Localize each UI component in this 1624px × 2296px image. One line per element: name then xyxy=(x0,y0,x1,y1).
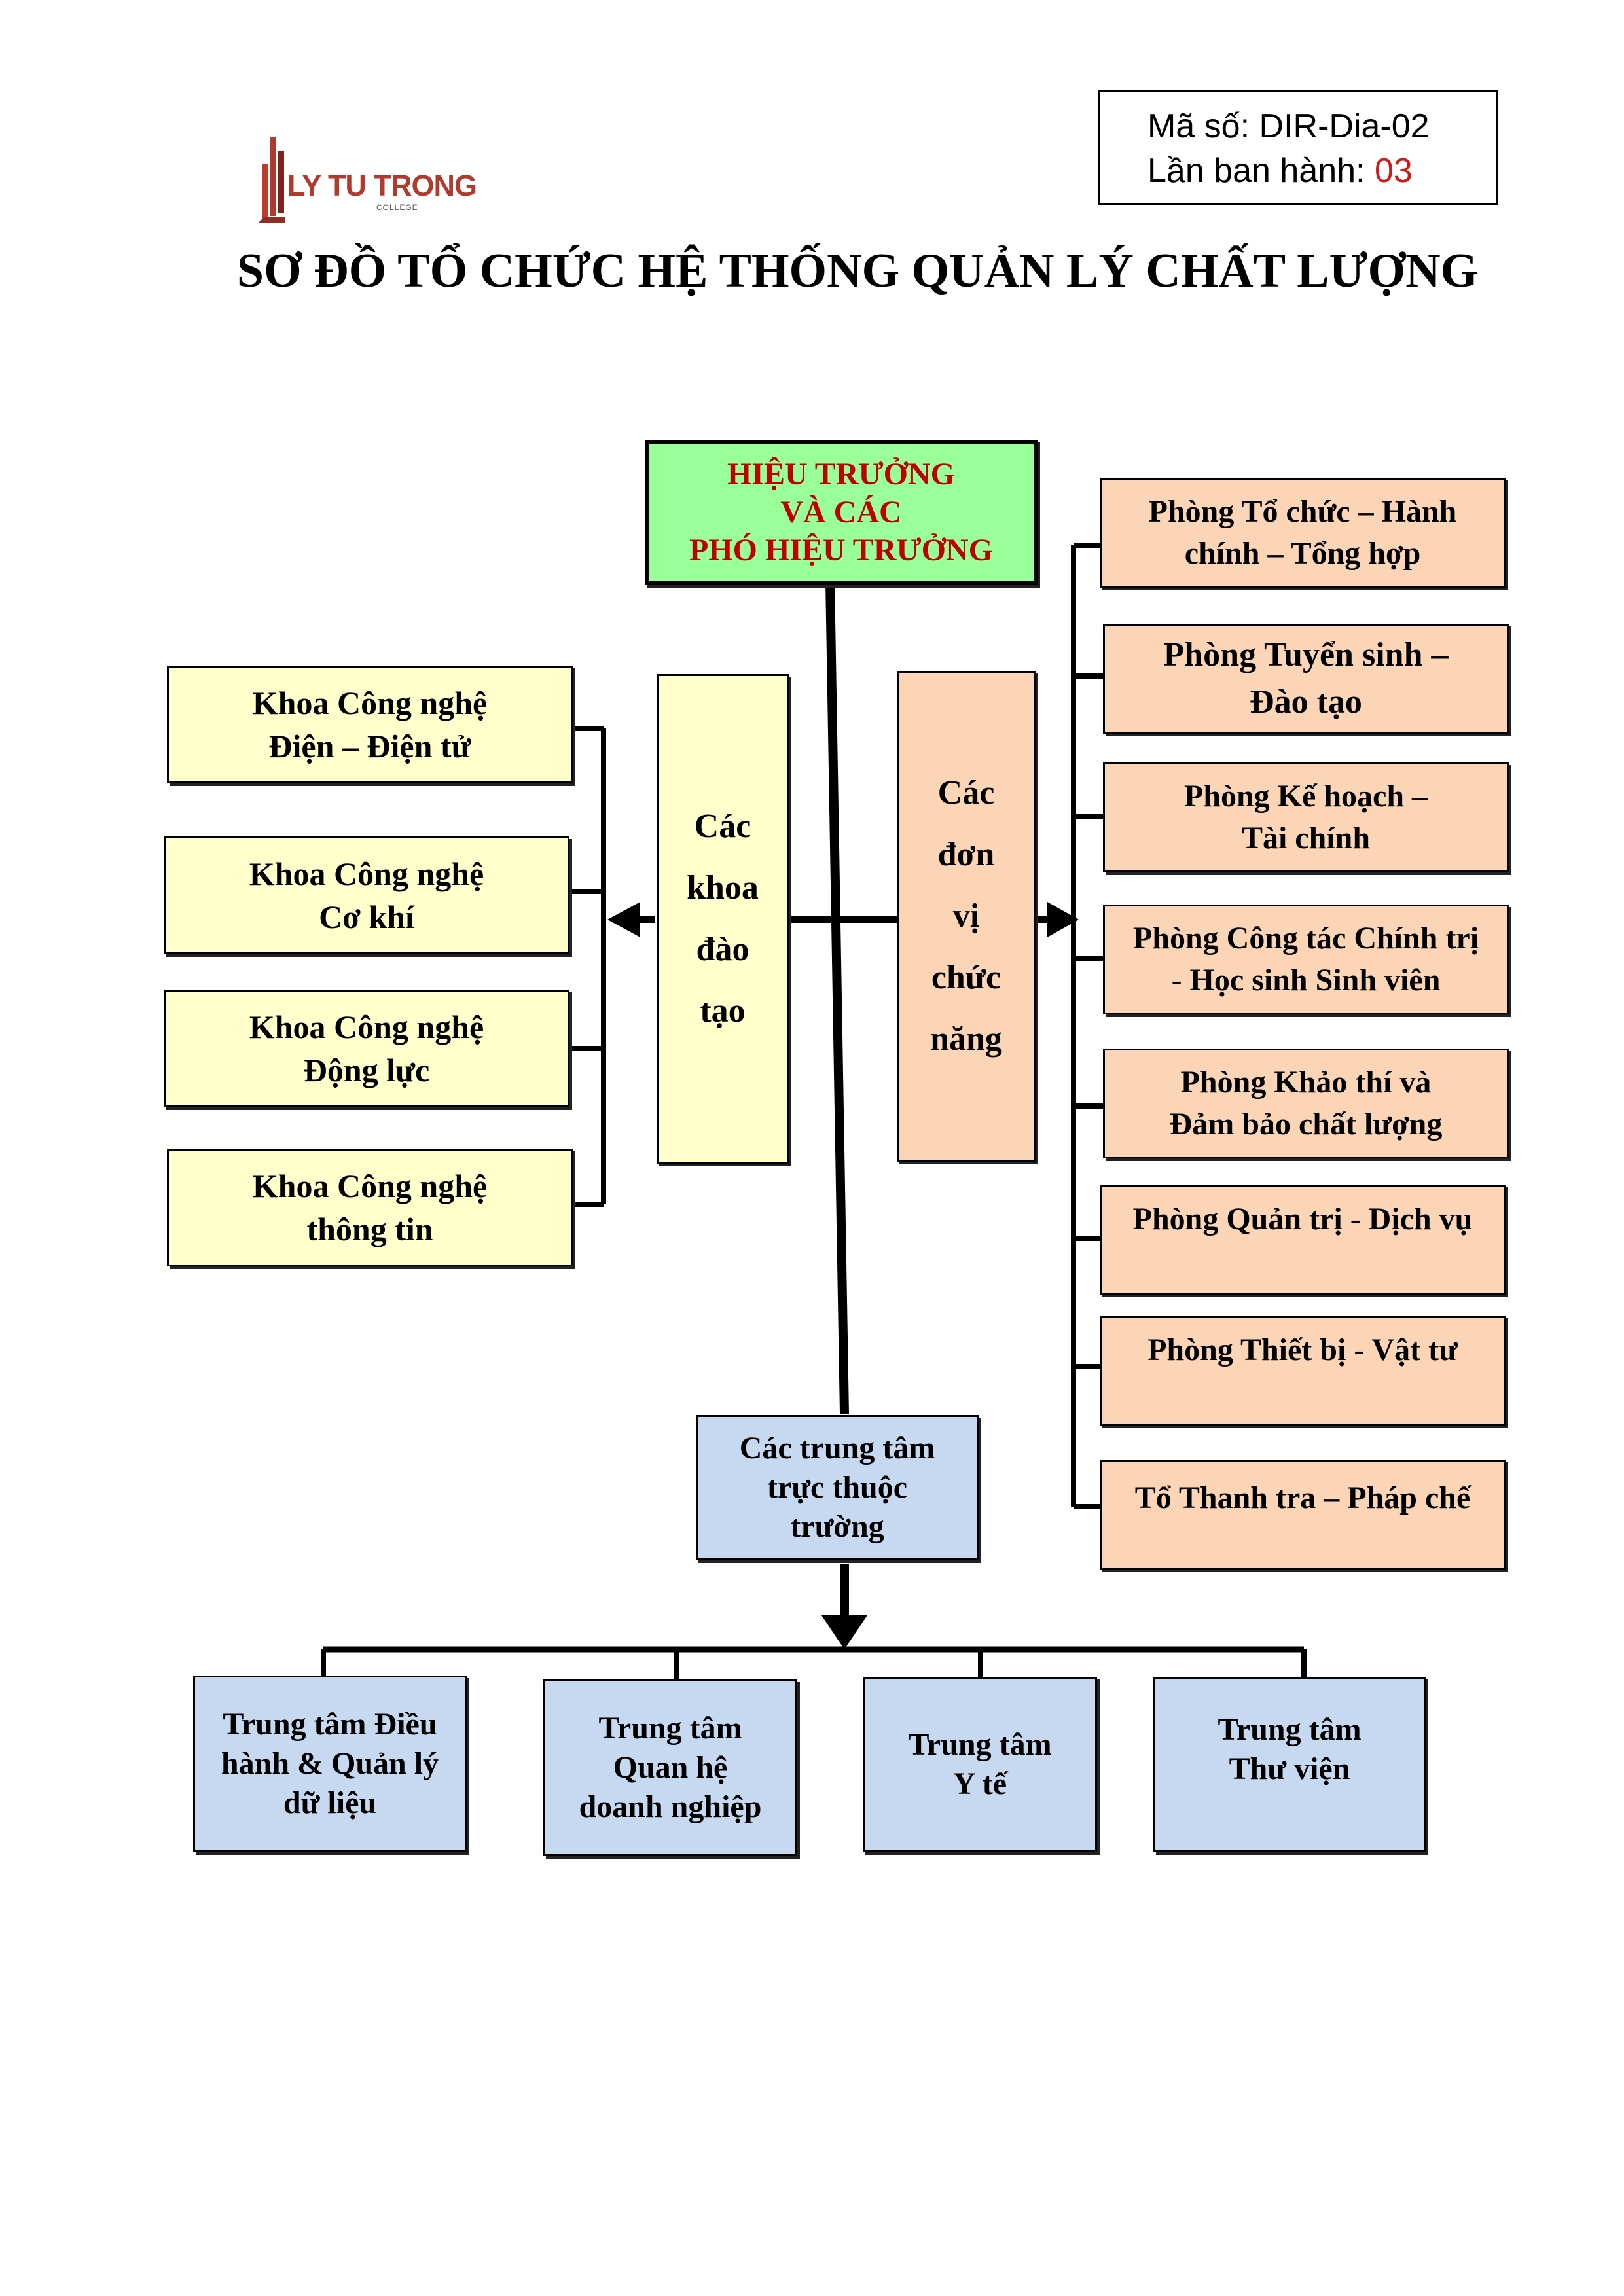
centers-group-line: trường xyxy=(790,1509,884,1544)
office-line: Tài chính xyxy=(1241,821,1371,855)
doc-code-value: DIR-Dia-02 xyxy=(1259,107,1430,145)
rector-line: VÀ CÁC xyxy=(780,495,902,529)
office-box-1: Phòng Tổ chức – Hành chính – Tổng hợp xyxy=(1100,478,1506,588)
centers-group-line: Các trung tâm xyxy=(739,1431,935,1465)
rector-line: PHÓ HIỆU TRƯỞNG xyxy=(689,533,994,567)
functional-group-line: vị xyxy=(952,897,980,935)
center-line: Quan hệ xyxy=(613,1750,728,1785)
office-box-8: Tổ Thanh tra – Pháp chế xyxy=(1100,1460,1506,1570)
center-line: Trung tâm xyxy=(908,1727,1052,1762)
faculties-group-line: đào xyxy=(696,931,749,968)
faculty-line: Khoa Công nghệ xyxy=(252,1168,488,1204)
faculties-group-line: Các xyxy=(694,808,751,845)
office-line: Phòng Tổ chức – Hành xyxy=(1148,494,1457,529)
document-info-box: Mã số: DIR-Dia-02 Lần ban hành: 03 xyxy=(1098,90,1498,205)
center-line: Trung tâm xyxy=(1218,1712,1362,1747)
edition-value: 03 xyxy=(1375,152,1413,190)
faculty-line: thông tin xyxy=(306,1211,433,1247)
center-line: Y tế xyxy=(952,1767,1007,1801)
center-line: Trung tâm Điều xyxy=(223,1707,437,1742)
faculties-group-line: khoa xyxy=(687,869,759,906)
college-logo: LY TU TRONG COLLEGE xyxy=(259,137,477,223)
office-line: Phòng Khảo thí và xyxy=(1180,1065,1432,1100)
office-box-4: Phòng Công tác Chính trị - Học sinh Sinh… xyxy=(1103,905,1509,1014)
office-box-3: Phòng Kế hoạch – Tài chính xyxy=(1103,762,1509,872)
office-line: Tổ Thanh tra – Pháp chế xyxy=(1134,1480,1471,1515)
faculty-line: Khoa Công nghệ xyxy=(252,685,488,721)
office-line: Phòng Tuyển sinh – xyxy=(1163,636,1449,673)
faculty-box-mechanical: Khoa Công nghệ Cơ khí xyxy=(164,836,569,954)
center-box-data-management: Trung tâm Điều hành & Quản lý dữ liệu xyxy=(193,1676,467,1852)
edition-row: Lần ban hành: 03 xyxy=(1147,149,1496,193)
edition-label: Lần ban hành: xyxy=(1147,152,1365,190)
center-line: Trung tâm xyxy=(598,1711,742,1746)
center-line: dữ liệu xyxy=(283,1785,377,1820)
office-box-6: Phòng Quản trị - Dịch vụ xyxy=(1100,1185,1506,1295)
office-box-2: Phòng Tuyển sinh – Đào tạo xyxy=(1103,624,1509,734)
office-line: Phòng Kế hoạch – xyxy=(1183,779,1428,814)
faculties-group-box: Các khoa đào tạo xyxy=(657,674,789,1164)
office-line: Phòng Thiết bị - Vật tư xyxy=(1147,1333,1458,1367)
logo-text: LY TU TRONG xyxy=(287,169,477,202)
left-arrowhead xyxy=(607,902,640,937)
office-line: - Học sinh Sinh viên xyxy=(1171,963,1441,997)
center-box-medical: Trung tâm Y tế xyxy=(863,1677,1097,1852)
faculty-box-electrical: Khoa Công nghệ Điện – Điện tử xyxy=(167,666,573,783)
centers-group-box: Các trung tâm trực thuộc trường xyxy=(696,1415,979,1560)
faculty-line: Khoa Công nghệ xyxy=(249,1009,484,1045)
functional-group-line: năng xyxy=(930,1020,1002,1058)
trunk-line xyxy=(825,581,849,1414)
faculty-line: Động lực xyxy=(303,1052,430,1088)
office-line: Phòng Công tác Chính trị xyxy=(1132,921,1479,956)
center-box-business-relations: Trung tâm Quan hệ doanh nghiệp xyxy=(543,1679,797,1856)
functional-group-line: chức xyxy=(931,959,1001,996)
doc-code-row: Mã số: DIR-Dia-02 xyxy=(1147,104,1496,149)
right-arrowhead xyxy=(1047,902,1079,937)
center-line: Thư viện xyxy=(1229,1751,1350,1786)
centers-group-line: trực thuộc xyxy=(767,1470,908,1505)
office-box-5: Phòng Khảo thí và Đảm bảo chất lượng xyxy=(1103,1049,1509,1158)
functional-group-line: Các xyxy=(937,774,995,812)
faculty-line: Khoa Công nghệ xyxy=(249,855,484,892)
rector-line: HIỆU TRƯỞNG xyxy=(727,457,956,492)
center-down-arrowhead xyxy=(821,1615,867,1649)
functional-group-line: đơn xyxy=(937,836,995,873)
rector-box: HIỆU TRƯỞNG VÀ CÁC PHÓ HIỆU TRƯỞNG xyxy=(645,440,1038,585)
faculty-box-automotive: Khoa Công nghệ Động lực xyxy=(164,990,569,1107)
office-line: Phòng Quản trị - Dịch vụ xyxy=(1132,1202,1473,1236)
logo-mark-icon xyxy=(259,137,285,223)
office-box-7: Phòng Thiết bị - Vật tư xyxy=(1100,1316,1506,1426)
office-line: Đảm bảo chất lượng xyxy=(1169,1107,1443,1141)
center-box-library: Trung tâm Thư viện xyxy=(1153,1677,1426,1852)
page-title: SƠ ĐỒ TỔ CHỨC HỆ THỐNG QUẢN LÝ CHẤT LƯỢN… xyxy=(236,244,1479,298)
functional-units-group-box: Các đơn vị chức năng xyxy=(897,671,1036,1162)
doc-code-label: Mã số: xyxy=(1147,107,1250,145)
faculty-box-it: Khoa Công nghệ thông tin xyxy=(167,1149,573,1266)
faculties-group-line: tạo xyxy=(700,992,746,1030)
faculty-line: Cơ khí xyxy=(319,899,414,935)
office-line: Đào tạo xyxy=(1250,683,1362,721)
center-line: doanh nghiệp xyxy=(579,1789,762,1824)
faculty-line: Điện – Điện tử xyxy=(268,728,471,764)
center-line: hành & Quản lý xyxy=(221,1746,439,1781)
logo-subtext: COLLEGE xyxy=(376,203,418,212)
office-line: chính – Tổng hợp xyxy=(1184,536,1421,571)
